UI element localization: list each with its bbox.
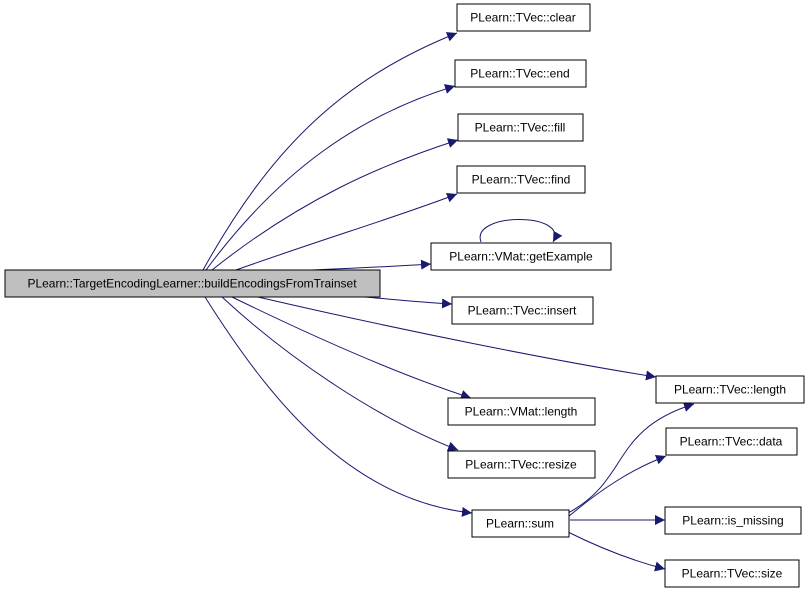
node-vmat-getexample[interactable]: PLearn::VMat::getExample	[430, 242, 612, 271]
node-box	[456, 3, 591, 32]
node-sum[interactable]: PLearn::sum	[471, 509, 570, 538]
edge-root-to-resize	[221, 296, 459, 452]
node-box	[457, 113, 584, 142]
edge-root-to-find	[235, 192, 458, 271]
node-tvec-resize[interactable]: PLearn::TVec::resize	[447, 450, 596, 479]
edge-getExample-self	[479, 219, 563, 243]
edge-root-to-getExample	[311, 259, 432, 271]
node-label: PLearn::TVec::length	[674, 383, 786, 397]
node-tvec-end[interactable]: PLearn::TVec::end	[454, 59, 587, 88]
node-build-encodings-from-trainset[interactable]: PLearn::TargetEncodingLearner::buildEnco…	[4, 269, 381, 298]
edge-root-to-vmat_length	[231, 296, 472, 400]
node-box	[430, 242, 612, 271]
node-tvec-insert[interactable]: PLearn::TVec::insert	[451, 296, 594, 325]
edge-root-to-tvec_length	[257, 296, 657, 381]
node-box	[655, 375, 805, 404]
node-box	[665, 427, 798, 456]
node-tvec-clear[interactable]: PLearn::TVec::clear	[456, 3, 591, 32]
edge-root-to-clear	[202, 32, 458, 271]
edge-layer	[202, 32, 695, 572]
node-label: PLearn::sum	[486, 517, 554, 531]
node-box	[4, 269, 381, 298]
node-label: PLearn::VMat::length	[465, 405, 578, 419]
edge-sum-to-tvec_length	[567, 402, 695, 514]
node-box	[664, 559, 800, 588]
node-tvec-size[interactable]: PLearn::TVec::size	[664, 559, 800, 588]
node-box	[451, 296, 594, 325]
node-box	[664, 506, 802, 535]
node-label: PLearn::VMat::getExample	[449, 250, 593, 264]
node-layer: PLearn::TargetEncodingLearner::buildEnco…	[4, 3, 805, 588]
edge-sum-to-size	[567, 531, 666, 572]
edge-root-to-sum	[204, 296, 473, 517]
node-box	[454, 59, 587, 88]
node-label: PLearn::TVec::size	[682, 567, 783, 581]
node-tvec-find[interactable]: PLearn::TVec::find	[456, 165, 586, 194]
node-is-missing[interactable]: PLearn::is_missing	[664, 506, 802, 535]
node-label: PLearn::is_missing	[682, 514, 783, 528]
node-box	[471, 509, 570, 538]
edge-root-to-end	[205, 84, 456, 271]
node-tvec-length[interactable]: PLearn::TVec::length	[655, 375, 805, 404]
node-tvec-data[interactable]: PLearn::TVec::data	[665, 427, 798, 456]
node-label: PLearn::TVec::end	[470, 67, 569, 81]
node-box	[447, 450, 596, 479]
node-tvec-fill[interactable]: PLearn::TVec::fill	[457, 113, 584, 142]
node-label: PLearn::TVec::clear	[470, 11, 575, 25]
node-label: PLearn::TVec::data	[680, 435, 783, 449]
node-label: PLearn::TVec::find	[472, 173, 571, 187]
node-label: PLearn::TargetEncodingLearner::buildEnco…	[27, 277, 357, 291]
edge-root-to-fill	[211, 138, 459, 271]
node-box	[447, 397, 596, 426]
node-box	[456, 165, 586, 194]
node-label: PLearn::TVec::insert	[468, 304, 577, 318]
node-label: PLearn::TVec::resize	[465, 458, 577, 472]
edge-sum-to-data	[567, 454, 667, 518]
node-label: PLearn::TVec::fill	[475, 121, 566, 135]
node-vmat-length[interactable]: PLearn::VMat::length	[447, 397, 596, 426]
